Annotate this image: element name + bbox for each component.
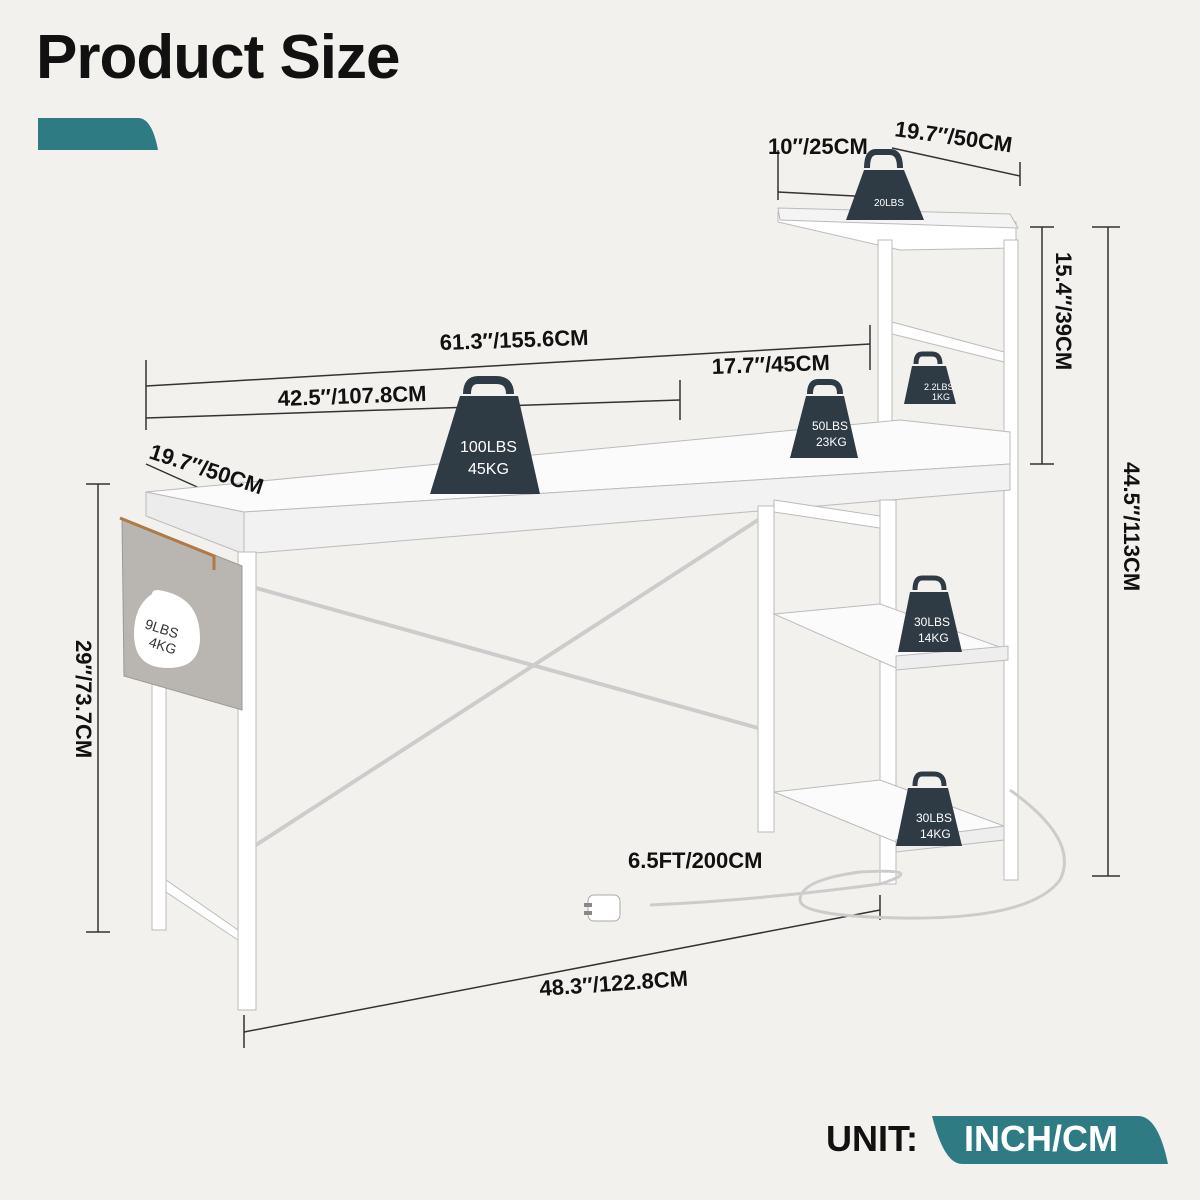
unit-label: UNIT: — [826, 1118, 918, 1159]
desk-height-label: 29″/73.7CM — [71, 640, 96, 758]
power-cord — [649, 788, 1066, 920]
side-weight-kg-label: 23KG — [816, 435, 847, 449]
weight-icon — [790, 379, 858, 458]
unit-value: INCH/CM — [964, 1118, 1118, 1159]
weight-icon — [846, 149, 924, 220]
hook-weight-lbs-label: 2.2LBS — [924, 382, 954, 392]
shelf-depth-label: 10″/25CM — [768, 134, 868, 159]
weight-icon — [898, 575, 962, 652]
shelf-height-label: 15.4″/39CM — [1051, 252, 1076, 370]
total-height-label: 44.5″/113CM — [1119, 462, 1144, 591]
side-unit-width-label: 17.7″/45CM — [711, 350, 830, 379]
top-shelf-unit — [777, 207, 1019, 881]
weight-icon — [430, 376, 540, 494]
desk-frame — [151, 499, 897, 1011]
page-title: Product Size — [36, 23, 401, 92]
desk-weight-kg-label: 45KG — [468, 461, 509, 478]
unit-badge — [932, 1116, 1168, 1164]
power-plug-icon — [584, 894, 621, 922]
desk-weight-lbs-label: 100LBS — [460, 439, 517, 456]
weight-icon — [896, 771, 962, 846]
shelf-width-label: 19.7″/50CM — [893, 116, 1013, 157]
weight-drop-icon — [134, 590, 200, 668]
desk-width-label: 42.5″/107.8CM — [277, 381, 427, 411]
cord-length-label: 6.5FT/200CM — [628, 848, 763, 873]
top-shelf-weight-label: 20LBS — [874, 198, 904, 209]
mid-shelf-weight-lbs-label: 30LBS — [914, 615, 950, 629]
total-width-label: 61.3″/155.6CM — [439, 325, 589, 355]
low-shelf-weight-kg-label: 14KG — [920, 827, 951, 841]
mid-shelf-weight-kg-label: 14KG — [918, 631, 949, 645]
weight-icon — [904, 351, 956, 404]
hook-weight-kg-label: 1KG — [932, 392, 950, 402]
low-shelf-weight-lbs-label: 30LBS — [916, 811, 952, 825]
side-weight-lbs-label: 50LBS — [812, 419, 848, 433]
title-accent-bar — [38, 118, 158, 150]
